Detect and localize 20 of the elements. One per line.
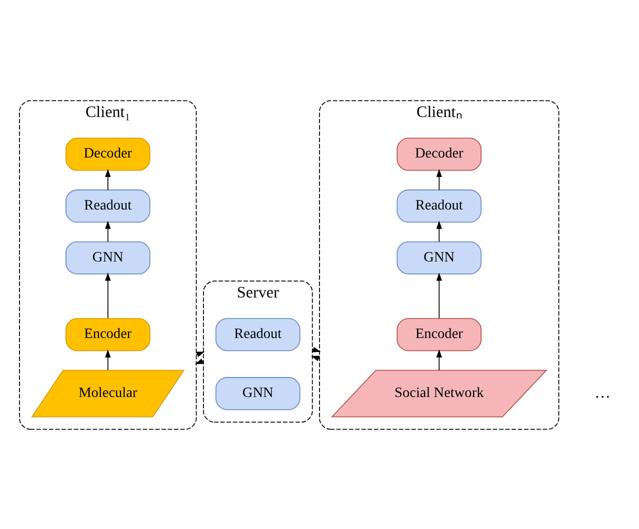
node-box: Encoder [396,318,482,351]
arrow [436,348,442,370]
node-box: Readout [396,189,482,222]
node-box: Decoder [65,137,150,170]
node-box: Readout [215,318,300,351]
node-box: GNN [65,240,150,274]
node-box: GNN [215,376,300,410]
arrow [436,168,442,190]
label: … [594,384,611,401]
arrow [436,220,442,242]
arrow [436,272,442,318]
node-box: Decoder [396,137,482,170]
arrow [105,168,111,190]
arrow [105,220,111,242]
node-box: Readout [65,189,150,222]
node-box: Encoder [65,318,150,351]
arrow [196,351,205,356]
arrow [105,272,111,318]
node-box: GNN [396,240,482,274]
arrow [105,348,111,370]
